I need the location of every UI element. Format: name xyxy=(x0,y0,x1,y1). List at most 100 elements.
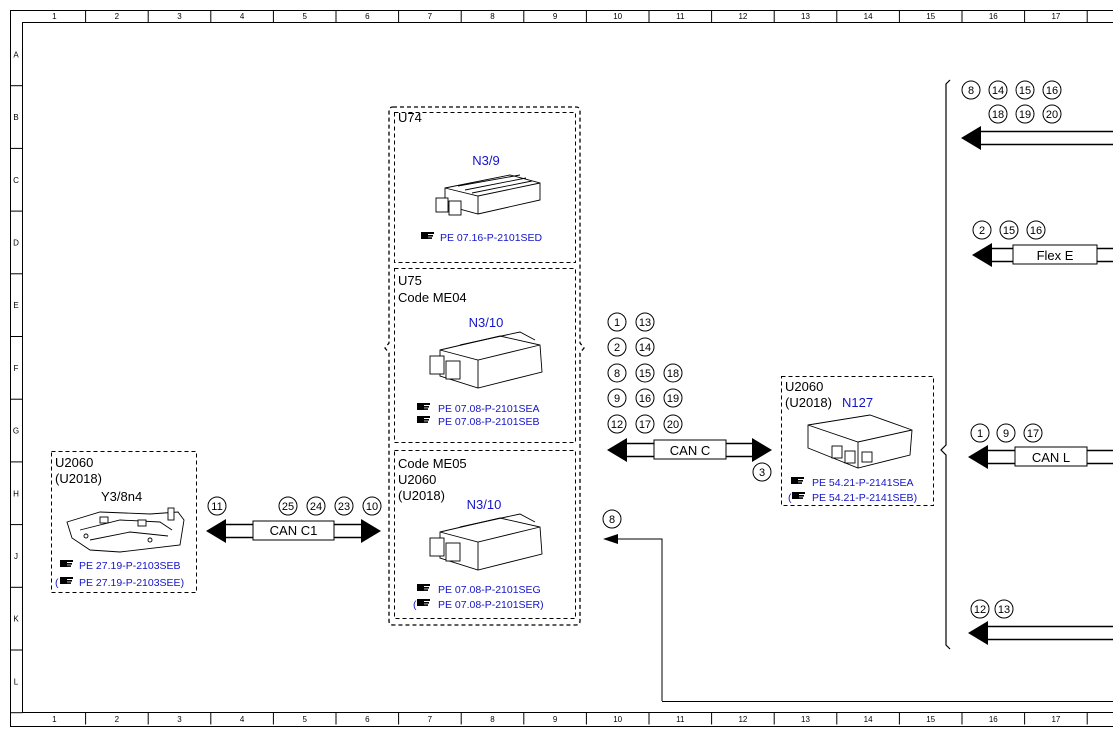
column-label: 12 xyxy=(738,715,747,724)
column-label: 10 xyxy=(613,12,622,21)
column-label: 1 xyxy=(52,715,57,724)
component-u75[interactable]: U75 Code ME04 N3/10 PE 07.08-P-2101SEA P… xyxy=(394,268,576,443)
bus-flex-e[interactable]: 2 15 16 Flex E xyxy=(972,220,1113,267)
connector-number: 17 xyxy=(1027,428,1039,440)
bus-can-c-label: CAN C xyxy=(670,443,710,458)
column-label: 16 xyxy=(989,12,998,21)
connector-number: 9 xyxy=(614,393,620,405)
column-label: 4 xyxy=(240,12,245,21)
bus-out-bottom[interactable]: 12 13 xyxy=(968,599,1113,645)
connector-number: 15 xyxy=(1019,85,1031,97)
component-u75-ref-1[interactable]: PE 07.08-P-2101SEA xyxy=(438,403,540,415)
control-module-icon xyxy=(429,331,543,389)
connector-number: 16 xyxy=(1030,225,1042,237)
connector-number: 8 xyxy=(609,514,615,526)
pointing-hand-icon xyxy=(421,232,434,239)
component-u75-title: N3/10 xyxy=(469,315,504,330)
control-module-icon xyxy=(807,414,913,469)
column-label: 7 xyxy=(428,715,433,724)
pointing-hand-icon xyxy=(792,492,805,499)
column-label: 8 xyxy=(490,715,495,724)
component-y3-ref-1[interactable]: PE 27.19-P-2103SEB xyxy=(79,560,181,572)
component-u74-ref-1[interactable]: PE 07.16-P-2101SED xyxy=(440,232,543,244)
connector-number: 15 xyxy=(1003,225,1015,237)
column-label: 15 xyxy=(926,12,935,21)
connector-number: 8 xyxy=(614,368,620,380)
connector-number: 16 xyxy=(639,393,651,405)
component-me05[interactable]: Code ME05 U2060 (U2018) N3/10 PE 07.08-P… xyxy=(394,450,576,619)
component-u75-line-1: U75 xyxy=(398,273,422,288)
row-label: K xyxy=(13,615,19,624)
column-label: 6 xyxy=(365,12,370,21)
bus-can-l[interactable]: 1 9 17 CAN L xyxy=(968,423,1113,469)
component-u74[interactable]: U74 N3/9 PE 07.16-P-2101SED xyxy=(394,110,576,263)
connector-number: 24 xyxy=(310,501,322,513)
pointing-hand-icon xyxy=(417,584,430,591)
column-label: 7 xyxy=(428,12,433,21)
bus-can-c1[interactable]: CAN C1 xyxy=(206,519,381,543)
bus-can-l-label: CAN L xyxy=(1032,450,1070,465)
column-label: 2 xyxy=(115,715,120,724)
row-label: C xyxy=(13,176,19,185)
connector-number: 16 xyxy=(1046,85,1058,97)
pointing-hand-icon xyxy=(60,560,73,567)
connector-number: 12 xyxy=(611,419,623,431)
connector-number: 14 xyxy=(992,85,1004,97)
component-n127-line-1: U2060 xyxy=(785,379,823,394)
column-label: 2 xyxy=(115,12,120,21)
connector-number: 11 xyxy=(211,501,222,513)
component-y3-8n4[interactable]: U2060 (U2018) Y3/8n4 PE 27.19-P-2103SEB … xyxy=(51,451,197,593)
component-y3-line-1: U2060 xyxy=(55,455,93,470)
column-label: 5 xyxy=(302,12,307,21)
column-label: 10 xyxy=(613,715,622,724)
column-label: 13 xyxy=(801,715,810,724)
component-me05-line-1: Code ME05 xyxy=(398,456,467,471)
bus-can-c1-label: CAN C1 xyxy=(270,523,318,538)
column-label: 9 xyxy=(553,715,558,724)
component-n127-ref-1[interactable]: PE 54.21-P-2141SEA xyxy=(812,477,914,489)
component-n127-line-2: (U2018) xyxy=(785,395,832,410)
component-me05-ref-1[interactable]: PE 07.08-P-2101SEG xyxy=(438,584,541,596)
pointing-hand-icon xyxy=(417,403,430,410)
connector-number: 20 xyxy=(667,419,679,431)
component-y3-title: Y3/8n4 xyxy=(101,489,142,504)
connector-number: 25 xyxy=(282,501,294,513)
component-u75-line-2: Code ME04 xyxy=(398,290,467,305)
connector-number: 14 xyxy=(639,342,651,354)
connector-number: 15 xyxy=(639,368,651,380)
pointing-hand-icon xyxy=(60,577,73,584)
column-label: 17 xyxy=(1051,715,1060,724)
control-module-icon xyxy=(66,507,185,553)
column-label: 4 xyxy=(240,715,245,724)
column-label: 14 xyxy=(864,715,873,724)
column-label: 9 xyxy=(553,12,558,21)
component-n127-ref-2[interactable]: PE 54.21-P-2141SEB) xyxy=(812,492,917,504)
right-bracket xyxy=(940,79,951,650)
bus-can-c[interactable]: CAN C xyxy=(607,438,772,462)
bus-out-top[interactable]: 8 14 15 16 18 19 20 xyxy=(961,80,1113,150)
control-module-icon xyxy=(435,174,541,216)
component-n127-title: N127 xyxy=(842,395,873,410)
component-u75-ref-2[interactable]: PE 07.08-P-2101SEB xyxy=(438,416,540,428)
connector-number: 8 xyxy=(968,85,974,97)
svg-text:(: ( xyxy=(55,577,59,589)
component-y3-ref-2[interactable]: PE 27.19-P-2103SEE) xyxy=(79,577,184,589)
column-ruler: 1122334455667788991010111112121313141415… xyxy=(52,10,1088,725)
row-label: B xyxy=(13,113,18,122)
row-label: J xyxy=(14,552,18,561)
connector-number: 18 xyxy=(667,368,679,380)
row-label: G xyxy=(13,427,19,436)
component-me05-line-3: (U2018) xyxy=(398,488,445,503)
wire-feed-8[interactable]: 8 xyxy=(602,509,1113,702)
component-n127[interactable]: U2060 (U2018) N127 PE 54.21-P-2141SEA ( … xyxy=(781,376,934,506)
connector-number: 3 xyxy=(759,467,765,479)
column-label: 8 xyxy=(490,12,495,21)
row-label: A xyxy=(13,50,19,59)
component-me05-ref-2[interactable]: PE 07.08-P-2101SER) xyxy=(438,599,544,611)
component-u74-title: N3/9 xyxy=(472,153,499,168)
ecu-group xyxy=(384,106,585,626)
connector-number: 13 xyxy=(639,317,651,329)
frame xyxy=(10,10,1113,727)
column-label: 17 xyxy=(1051,12,1060,21)
